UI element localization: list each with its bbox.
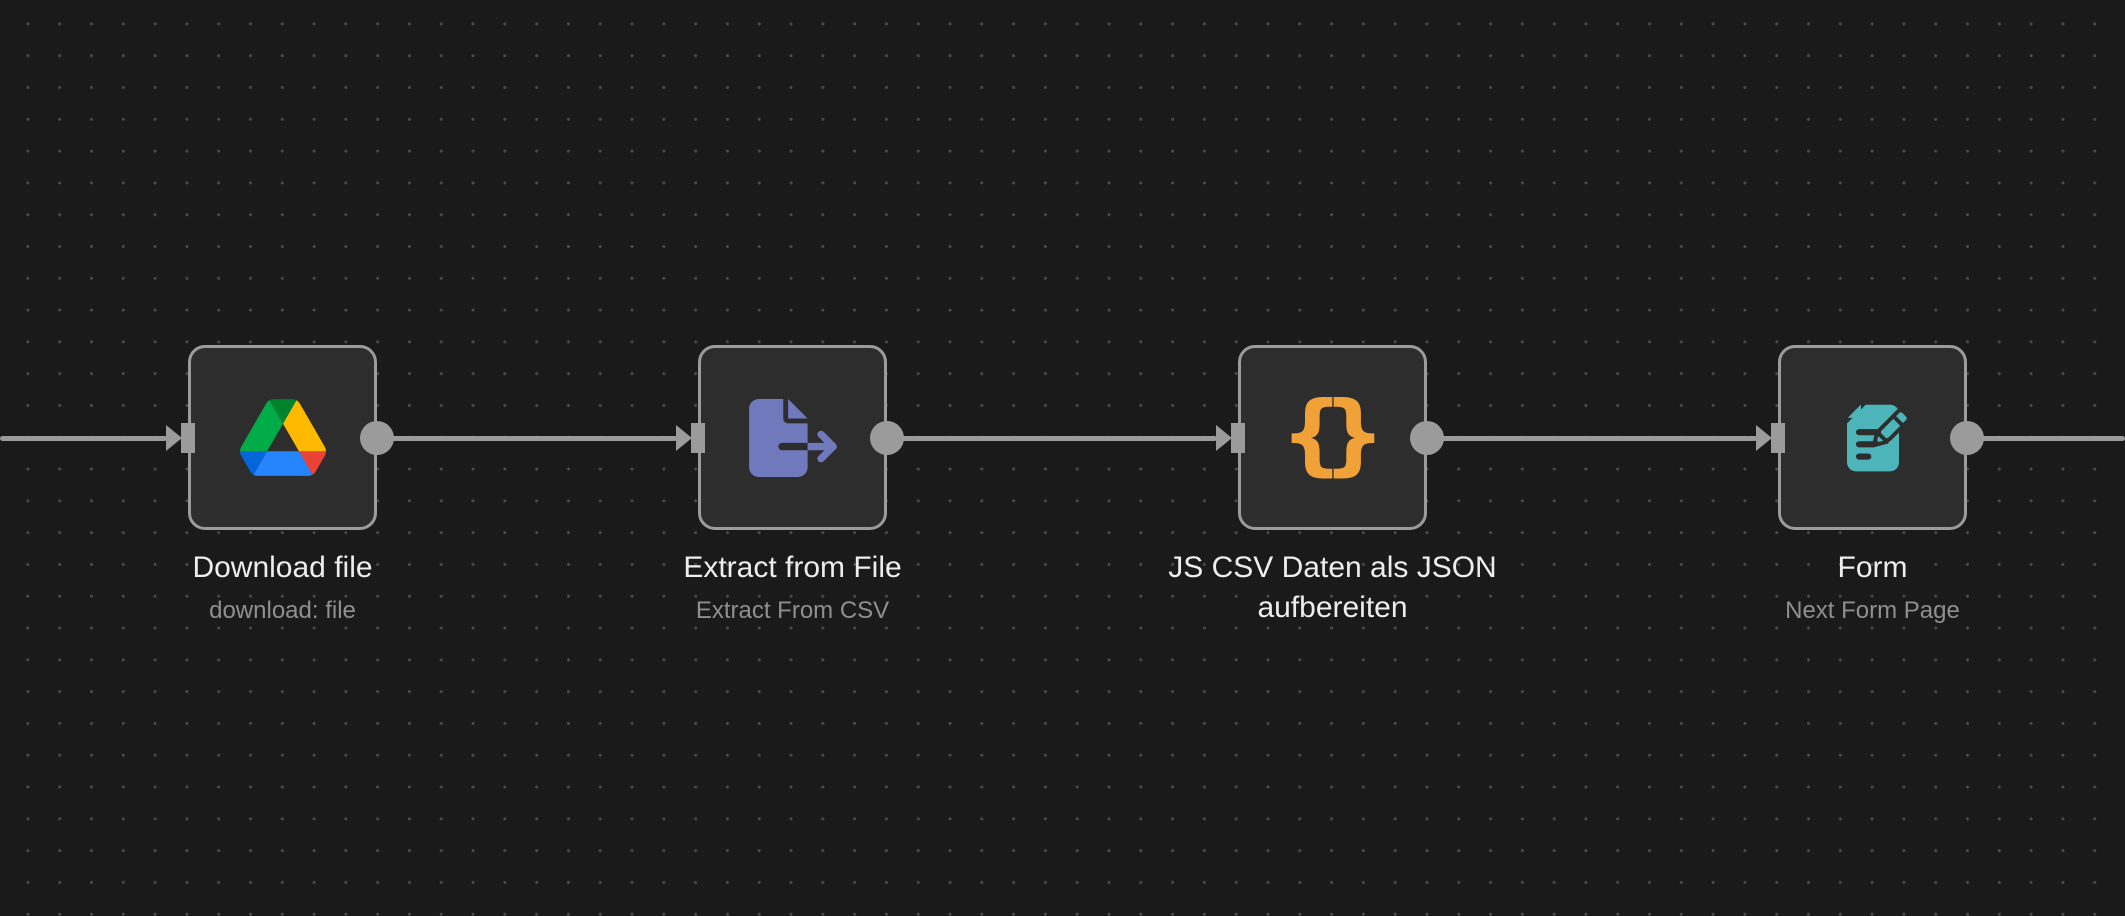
node-subtitle: download: file — [209, 597, 356, 624]
input-bar — [181, 423, 195, 453]
connection-line[interactable] — [880, 435, 1217, 441]
input-bar — [691, 423, 705, 453]
output-port[interactable] — [360, 421, 394, 455]
input-arrow-icon — [1216, 425, 1232, 451]
connection-line[interactable] — [0, 435, 167, 441]
input-arrow-icon — [1756, 425, 1772, 451]
node-title: Download file — [192, 551, 373, 584]
file-export-icon — [748, 398, 837, 477]
node-title: JS CSV Daten als JSON aufbereiten — [1168, 551, 1497, 624]
node-box-form[interactable] — [1778, 345, 1967, 530]
node-box-download-file[interactable] — [188, 345, 377, 530]
node-title: Form — [1837, 551, 1908, 584]
input-bar — [1771, 423, 1785, 453]
input-arrow-icon — [166, 425, 182, 451]
connection-line[interactable] — [370, 435, 677, 441]
input-port[interactable] — [676, 423, 720, 453]
node-box-js-csv-to-json[interactable]: { } — [1238, 345, 1427, 530]
code-braces-icon: { } — [1291, 393, 1375, 483]
svg-text:{: { — [1291, 393, 1343, 483]
node-subtitle: Next Form Page — [1785, 597, 1960, 624]
node-title: Extract from File — [683, 551, 902, 584]
input-port[interactable] — [1756, 423, 1800, 453]
input-port[interactable] — [1216, 423, 1260, 453]
output-port[interactable] — [1410, 421, 1444, 455]
input-bar — [1231, 423, 1245, 453]
svg-text:}: } — [1322, 393, 1374, 483]
form-edit-icon — [1846, 404, 1911, 471]
node-subtitle: Extract From CSV — [695, 597, 890, 624]
input-arrow-icon — [676, 425, 692, 451]
node-box-extract-from-file[interactable] — [698, 345, 887, 530]
output-port[interactable] — [1950, 421, 1984, 455]
connection-line[interactable] — [1420, 435, 1757, 441]
output-port[interactable] — [870, 421, 904, 455]
input-port[interactable] — [166, 423, 210, 453]
google-drive-icon — [239, 399, 326, 476]
connection-line[interactable] — [1960, 435, 2125, 441]
